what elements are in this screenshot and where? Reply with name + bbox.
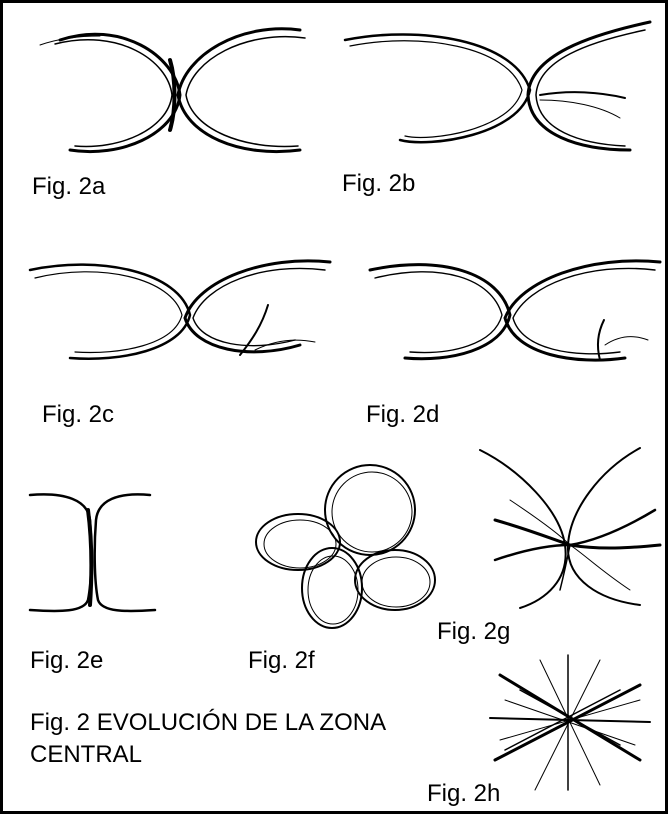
fig-label-2f: Fig. 2f xyxy=(248,649,315,673)
sketch-2g xyxy=(480,448,660,608)
sketch-2b xyxy=(345,22,650,150)
fig-label-2e: Fig. 2e xyxy=(30,649,103,673)
fig-label-2a: Fig. 2a xyxy=(32,175,105,199)
sketch-2a xyxy=(40,29,305,152)
sketch-2e xyxy=(30,494,155,611)
sketch-2d xyxy=(370,261,660,360)
figure-caption: Fig. 2 EVOLUCIÓN DE LA ZONA CENTRAL xyxy=(30,707,470,771)
fig-label-2d: Fig. 2d xyxy=(366,403,439,427)
fig-label-2c: Fig. 2c xyxy=(42,403,114,427)
sketch-2f xyxy=(256,465,435,628)
fig-label-2g: Fig. 2g xyxy=(437,620,510,644)
caption-line-1: Fig. 2 EVOLUCIÓN DE LA ZONA xyxy=(30,707,470,739)
sketch-2h xyxy=(490,655,650,790)
sketch-2c xyxy=(30,261,330,359)
fig-label-2b: Fig. 2b xyxy=(342,172,415,196)
caption-line-2: CENTRAL xyxy=(30,739,470,771)
fig-label-2h: Fig. 2h xyxy=(427,782,500,806)
